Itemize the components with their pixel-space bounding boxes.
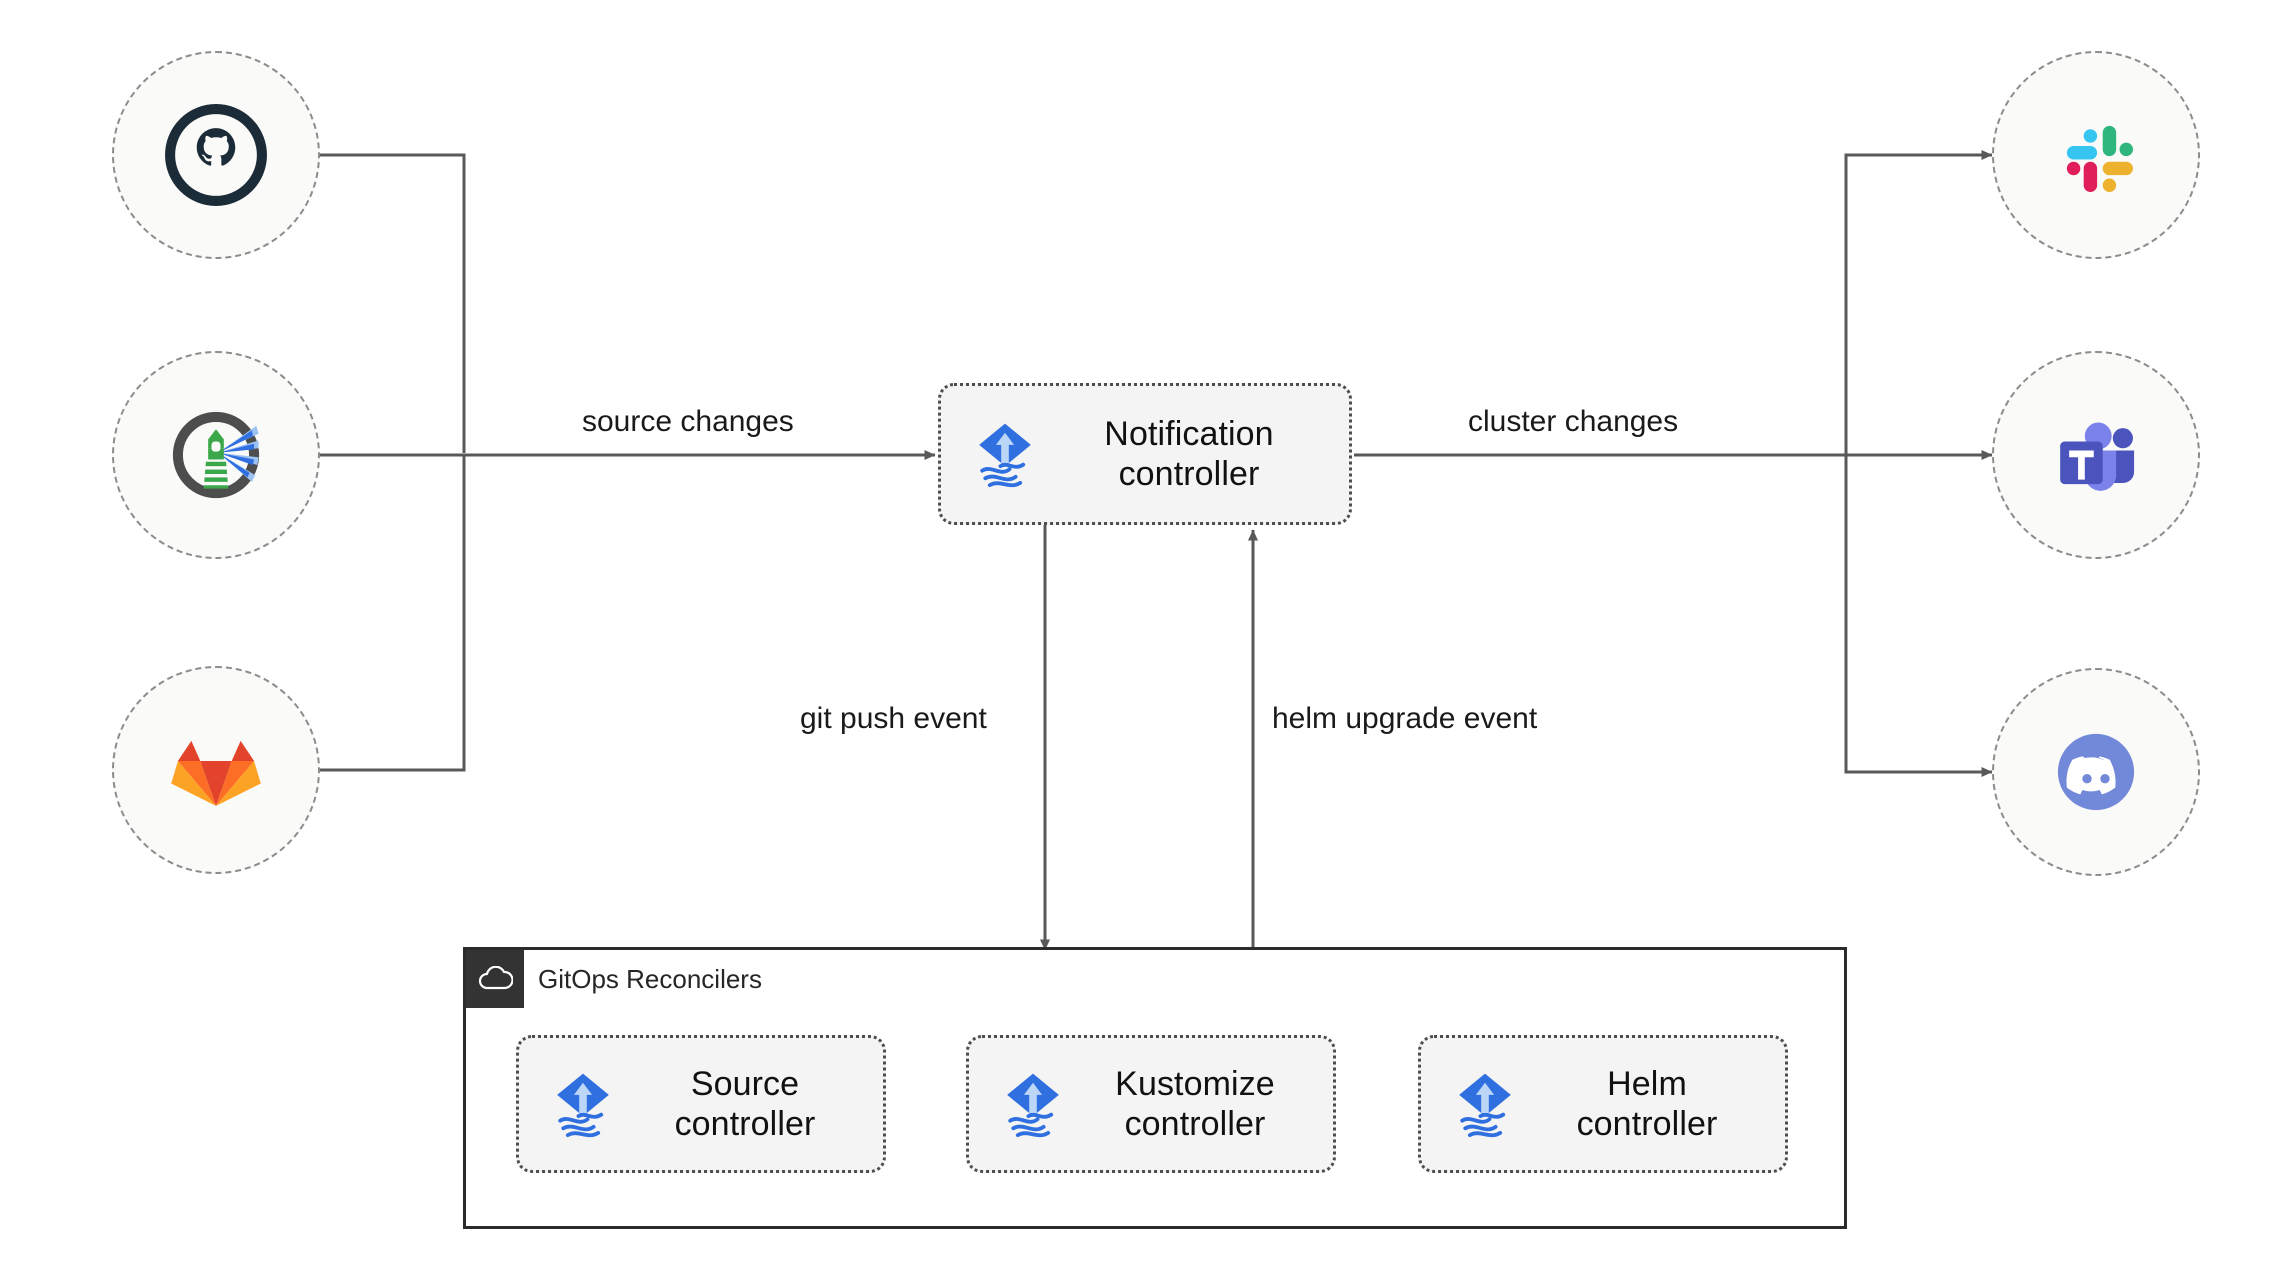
edge-label-helm-upgrade-event: helm upgrade event	[1272, 702, 1538, 735]
github-icon	[165, 104, 267, 206]
flux-logo-icon	[979, 423, 1031, 488]
edge-label-cluster-changes: cluster changes	[1468, 405, 1679, 438]
cloud-icon	[478, 966, 513, 990]
kustomize-controller-box[interactable]: Kustomize controller	[966, 1035, 1336, 1173]
flux-logo-icon	[1459, 1073, 1511, 1138]
notification-controller-box[interactable]: Notification controller	[938, 383, 1352, 525]
destination-node-discord[interactable]	[1992, 668, 2200, 876]
source-controller-box[interactable]: Source controller	[516, 1035, 886, 1173]
gitops-reconcilers-title: GitOps Reconcilers	[538, 963, 762, 994]
gitlab-icon	[171, 740, 261, 806]
wire-to-slack	[1844, 150, 1993, 455]
destination-node-teams[interactable]	[1992, 351, 2200, 559]
source-controller-label: Source controller	[674, 1064, 816, 1143]
wire-to-discord	[1844, 455, 1993, 777]
source-node-github[interactable]	[112, 51, 320, 259]
source-node-flux[interactable]	[112, 351, 320, 559]
notification-controller-label: Notification controller	[1104, 414, 1274, 493]
flux-logo-icon	[1007, 1073, 1059, 1138]
source-node-gitlab[interactable]	[112, 666, 320, 874]
edge-label-git-push-event: git push event	[800, 702, 987, 735]
helm-controller-label: Helm controller	[1576, 1064, 1718, 1143]
microsoft-teams-icon	[2060, 422, 2135, 491]
cloud-icon-tab	[466, 950, 524, 1008]
flux-lighthouse-icon	[172, 411, 260, 499]
slack-icon	[2066, 125, 2133, 192]
helm-controller-box[interactable]: Helm controller	[1418, 1035, 1788, 1173]
edge-label-source-changes: source changes	[582, 405, 794, 438]
destination-node-slack[interactable]	[1992, 51, 2200, 259]
kustomize-controller-label: Kustomize controller	[1115, 1064, 1275, 1143]
discord-icon	[2057, 733, 2135, 811]
flux-logo-icon	[557, 1073, 609, 1138]
